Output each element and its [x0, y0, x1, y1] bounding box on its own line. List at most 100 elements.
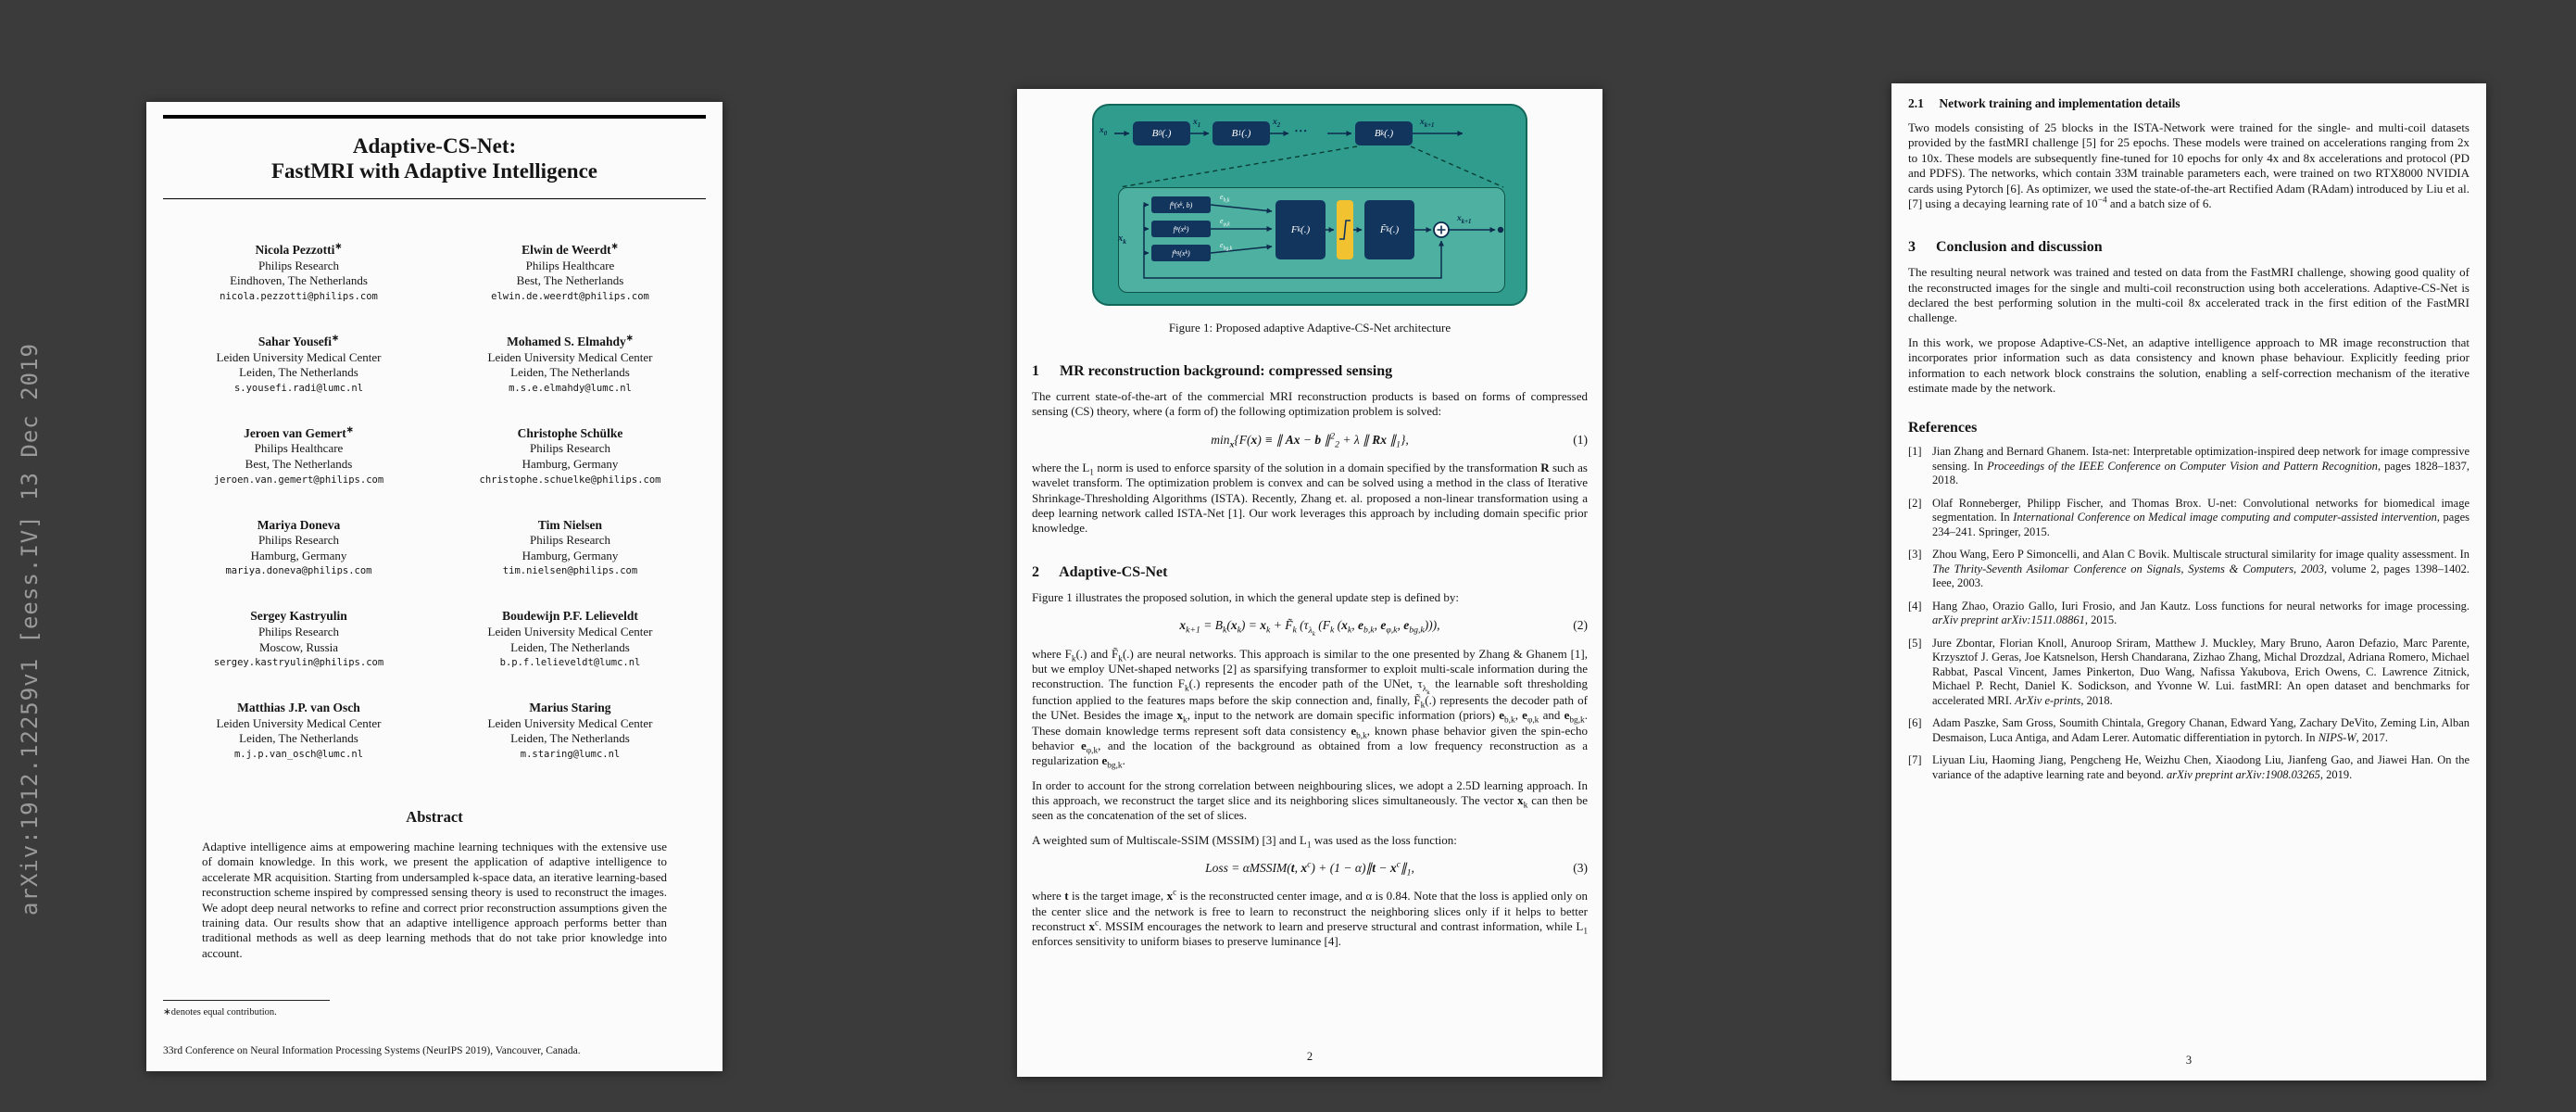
paragraph: where t is the target image, xc is the r…	[1032, 888, 1588, 949]
label-ebg: ebg,k	[1220, 241, 1233, 252]
author-email: m.j.p.van_osch@lumc.nl	[233, 749, 364, 761]
paragraph: In order to account for the strong corre…	[1032, 777, 1588, 823]
reference-number: [5]	[1908, 636, 1922, 650]
author-block: Sergey Kastryulin Philips Research Mosco…	[163, 608, 434, 668]
section-1-heading: 1 MR reconstruction background: compress…	[1032, 363, 1588, 380]
title-rule-thick	[163, 115, 706, 119]
reference-text: Zhou Wang, Eero P Simoncelli, and Alan C…	[1932, 548, 2469, 590]
equation-1: minx{F(x) ≡ ∥ Ax − b ∥22 + λ ∥ Rx ∥1}, (…	[1032, 431, 1588, 450]
author-affiliation: Philips Research	[529, 441, 610, 456]
soft-threshold-icon	[1339, 220, 1351, 240]
author-block: Boudewijn P.F. Lelieveldt Leiden Univers…	[434, 608, 706, 668]
paragraph: The current state-of-the-art of the comm…	[1032, 389, 1588, 419]
equation-3: Loss = αMSSIM(t, xc) + (1 − α)∥t − xc∥1,…	[1032, 859, 1588, 878]
block-decoder-fk: F̃k(.)	[1364, 200, 1414, 259]
paragraph: where Fk(.) and F̃k(.) are neural networ…	[1032, 646, 1589, 771]
reference-text: Adam Paszke, Sam Gross, Soumith Chintala…	[1932, 716, 2469, 744]
author-email: sergey.kastryulin@philips.com	[213, 657, 384, 669]
author-affiliation: Eindhoven, The Netherlands	[230, 273, 368, 288]
author-name: Marius Staring	[529, 701, 611, 715]
author-affiliation: Hamburg, Germany	[250, 548, 347, 562]
author-name: Mohamed S. Elmahdy∗	[507, 333, 634, 349]
author-block: Nicola Pezzotti∗ Philips Research Eindho…	[163, 242, 434, 302]
ellipsis-dots: • • •	[1295, 127, 1307, 135]
author-name: Mariya Doneva	[257, 517, 341, 532]
reference-item: [3] Zhou Wang, Eero P Simoncelli, and Al…	[1908, 548, 2469, 591]
author-affiliation: Philips Healthcare	[525, 258, 615, 272]
reference-item: [2] Olaf Ronneberger, Philipp Fischer, a…	[1908, 497, 2469, 540]
author-grid: Nicola Pezzotti∗ Philips Research Eindho…	[163, 242, 706, 760]
page-3: 2.1 Network training and implementation …	[1891, 83, 2486, 1080]
author-email: elwin.de.weerdt@philips.com	[491, 291, 649, 303]
label-xk1-top: xk+1	[1420, 118, 1435, 129]
author-block: Elwin de Weerdt∗ Philips Healthcare Best…	[434, 242, 706, 302]
author-affiliation: Leiden University Medical Center	[487, 715, 653, 730]
author-name: Tim Nielsen	[537, 517, 603, 532]
references-heading: References	[1908, 420, 1978, 436]
figure-connections	[1114, 131, 1504, 279]
author-affiliation: Leiden, The Netherlands	[510, 731, 630, 746]
label-x0: x0	[1100, 126, 1108, 137]
paragraph: The resulting neural network was trained…	[1908, 265, 2469, 325]
paragraph: In this work, we propose Adaptive-CS-Net…	[1908, 335, 2469, 395]
section-number: 2	[1032, 563, 1039, 580]
reference-number: [6]	[1908, 716, 1922, 730]
equation-number: (1)	[1573, 432, 1588, 447]
author-email: tim.nielsen@philips.com	[502, 565, 638, 577]
paragraph: where the L1 norm is used to enforce spa…	[1032, 460, 1588, 536]
page-1: Adaptive-CS-Net: FastMRI with Adaptive I…	[146, 102, 723, 1071]
figure-caption: Figure 1: Proposed adaptive Adaptive-CS-…	[1168, 321, 1451, 335]
reference-number: [2]	[1908, 496, 1922, 510]
author-name: Matthias J.P. van Osch	[237, 701, 360, 715]
author-name: Boudewijn P.F. Lelieveldt	[502, 609, 638, 624]
page-number: 3	[2185, 1054, 2193, 1067]
author-affiliation: Leiden, The Netherlands	[239, 731, 358, 746]
author-affiliation: Leiden, The Netherlands	[239, 365, 358, 380]
soft-threshold-block	[1337, 200, 1353, 259]
equation-number: (3)	[1573, 861, 1588, 876]
author-block: Marius Staring Leiden University Medical…	[434, 700, 706, 760]
reference-text: Hang Zhao, Orazio Gallo, Iuri Frosio, an…	[1932, 599, 2469, 627]
author-email: s.yousefi.radi@lumc.nl	[233, 382, 364, 394]
equation-2: xk+1 = Bk(xk) = xk + F̃k (τλk (Fk (xk, e…	[1032, 618, 1588, 637]
author-affiliation: Leiden University Medical Center	[216, 715, 382, 730]
reference-text: Jure Zbontar, Florian Knoll, Anuroop Sri…	[1932, 636, 2469, 707]
label-xk-input: xk	[1118, 234, 1127, 246]
author-name: Nicola Pezzotti∗	[255, 241, 343, 258]
author-affiliation: Moscow, Russia	[258, 639, 339, 654]
reference-text: Olaf Ronneberger, Philipp Fischer, and T…	[1932, 496, 2469, 538]
reference-item: [6] Adam Paszke, Sam Gross, Soumith Chin…	[1908, 716, 2469, 745]
label-eb: eb,k	[1220, 193, 1230, 204]
reference-number: [3]	[1908, 548, 1922, 562]
equation-body: Loss = αMSSIM(t, xc) + (1 − α)∥t − xc∥1,	[1205, 859, 1414, 878]
author-affiliation: Leiden, The Netherlands	[510, 365, 630, 380]
author-affiliation: Philips Research	[258, 533, 339, 548]
section-2-1-heading: 2.1 Network training and implementation …	[1908, 96, 2469, 111]
author-name: Christophe Schülke	[517, 425, 623, 440]
inner-panel-arrows	[1143, 202, 1496, 279]
author-email: jeroen.van.gemert@philips.com	[213, 474, 384, 486]
equal-contribution-footnote: ∗denotes equal contribution.	[163, 1007, 277, 1017]
author-email: christophe.schuelke@philips.com	[479, 474, 661, 486]
section-title: MR reconstruction background: compressed…	[1060, 363, 1393, 379]
equation-body: minx{F(x) ≡ ∥ Ax − b ∥22 + λ ∥ Rx ∥1},	[1211, 431, 1409, 450]
section-number: 3	[1908, 239, 1916, 256]
section-title: Network training and implementation deta…	[1939, 96, 2180, 110]
paragraph: A weighted sum of Multiscale-SSIM (MSSIM…	[1032, 832, 1457, 851]
section-3-heading: 3 Conclusion and discussion	[1908, 239, 2469, 256]
reference-number: [4]	[1908, 599, 1922, 613]
exploded-view-dashed-lines	[1119, 145, 1504, 188]
author-affiliation: Leiden University Medical Center	[487, 624, 653, 638]
plus-icon	[1437, 225, 1446, 234]
author-name: Jeroen van Gemert∗	[244, 424, 354, 440]
author-affiliation: Best, The Netherlands	[516, 273, 624, 288]
reference-item: [1] Jian Zhang and Bernard Ghanem. Ista-…	[1908, 445, 2469, 488]
arxiv-watermark: arXiv:1912.12259v1 [eess.IV] 13 Dec 2019	[17, 343, 43, 916]
section-number: 2.1	[1908, 96, 1924, 110]
